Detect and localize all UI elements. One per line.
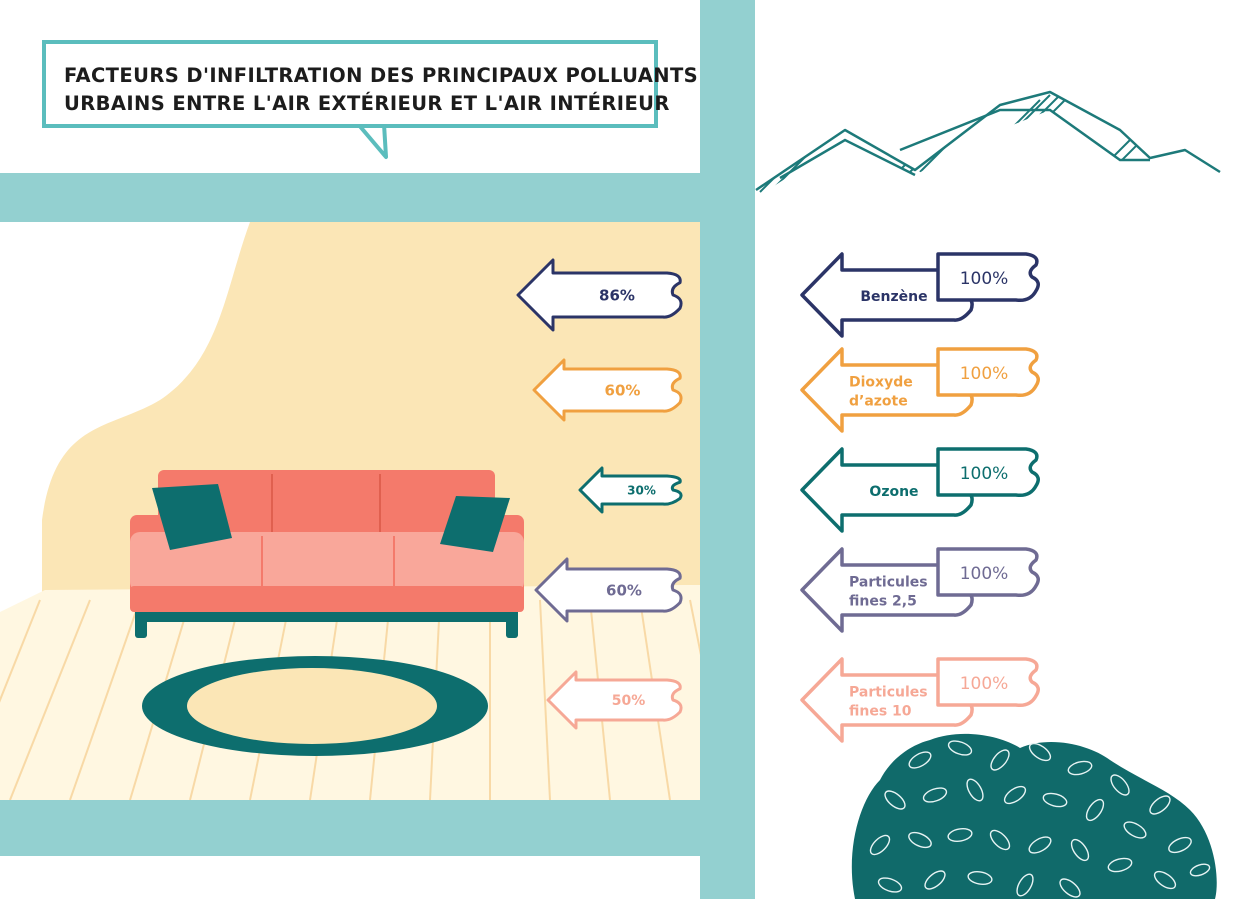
sofa-front: [130, 586, 524, 612]
pollutant-name: Dioxyde: [849, 375, 913, 391]
indoor-arrow-shape: [532, 358, 683, 422]
outdoor-flag: [936, 657, 1040, 708]
pollutant-name: Ozone: [869, 484, 918, 500]
pollutant-name: Benzène: [860, 289, 927, 305]
sofa-back: [158, 470, 495, 542]
frame-top-beam: [0, 173, 755, 222]
outdoor-arrow-4: 100% Particules fines 2,5: [800, 547, 1040, 633]
outdoor-percentage: 100%: [960, 464, 1009, 484]
indoor-percentage: 50%: [612, 693, 646, 709]
title-box: FACTEURS D'INFILTRATION DES PRINCIPAUX P…: [42, 40, 698, 128]
outdoor-flag: [936, 347, 1040, 398]
cushion-right: [440, 496, 510, 552]
outdoor-arrow-5: 100% Particules fines 10: [800, 657, 1040, 743]
outdoor-arrows: 100%Benzène100%Dioxyded’azote100%Ozone10…: [800, 252, 1040, 743]
indoor-percentage: 86%: [599, 286, 635, 304]
indoor-arrow-3: 30%: [578, 466, 683, 514]
indoor-arrow-4: 60%: [534, 557, 683, 623]
outdoor-arrow-3: 100% Ozone: [800, 447, 1040, 533]
indoor-arrows: 86% 60% 30% 60% 50%: [516, 258, 683, 730]
sofa-seat: [130, 532, 524, 592]
bush: [851, 733, 1217, 899]
pollutant-name: Particules: [849, 685, 928, 701]
bush-leaves: [869, 740, 1211, 898]
outdoor-percentage: 100%: [960, 564, 1009, 584]
outdoor-arrow-2: 100% Dioxyde d’azote: [800, 347, 1040, 433]
frame-pillar: [700, 0, 755, 899]
mountain-hatching: [759, 94, 1150, 193]
indoor-arrow-1: 86%: [516, 258, 683, 332]
frame-bottom-beam: [0, 800, 755, 856]
title-line-1: FACTEURS D'INFILTRATION DES PRINCIPAUX P…: [64, 64, 699, 87]
outdoor-percentage: 100%: [960, 674, 1009, 694]
indoor-percentage: 60%: [605, 381, 641, 399]
speech-bubble-tail: [356, 122, 388, 159]
outdoor-flag: [936, 252, 1040, 303]
indoor-arrow-shape: [578, 466, 683, 514]
pollutant-name: Particules: [849, 575, 928, 591]
indoor-arrow-shape: [546, 670, 683, 730]
indoor-arrow-2: 60%: [532, 358, 683, 422]
mountains: [755, 90, 1221, 193]
bush-body: [851, 733, 1217, 899]
indoor-arrow-5: 50%: [546, 670, 683, 730]
outdoor-flag: [936, 447, 1040, 498]
outdoor-percentage: 100%: [960, 364, 1009, 384]
indoor-arrow-shape: [534, 557, 683, 623]
indoor-arrow-shape: [516, 258, 683, 332]
pollutant-name: fines 2,5: [849, 594, 917, 610]
outdoor-arrow-1: 100% Benzène: [800, 252, 1040, 338]
sofa: [130, 470, 524, 638]
outdoor-percentage: 100%: [960, 269, 1009, 289]
title-line-2: URBAINS ENTRE L'AIR EXTÉRIEUR ET L'AIR I…: [64, 92, 670, 115]
pollutant-name: fines 10: [849, 704, 912, 720]
pollutant-name: d’azote: [849, 394, 908, 410]
cushion-left: [152, 484, 232, 550]
rug-inner: [187, 668, 437, 744]
mountain-outline: [755, 90, 1221, 192]
indoor-percentage: 60%: [606, 581, 642, 599]
indoor-percentage: 30%: [627, 483, 656, 497]
outdoor-flag: [936, 547, 1040, 598]
